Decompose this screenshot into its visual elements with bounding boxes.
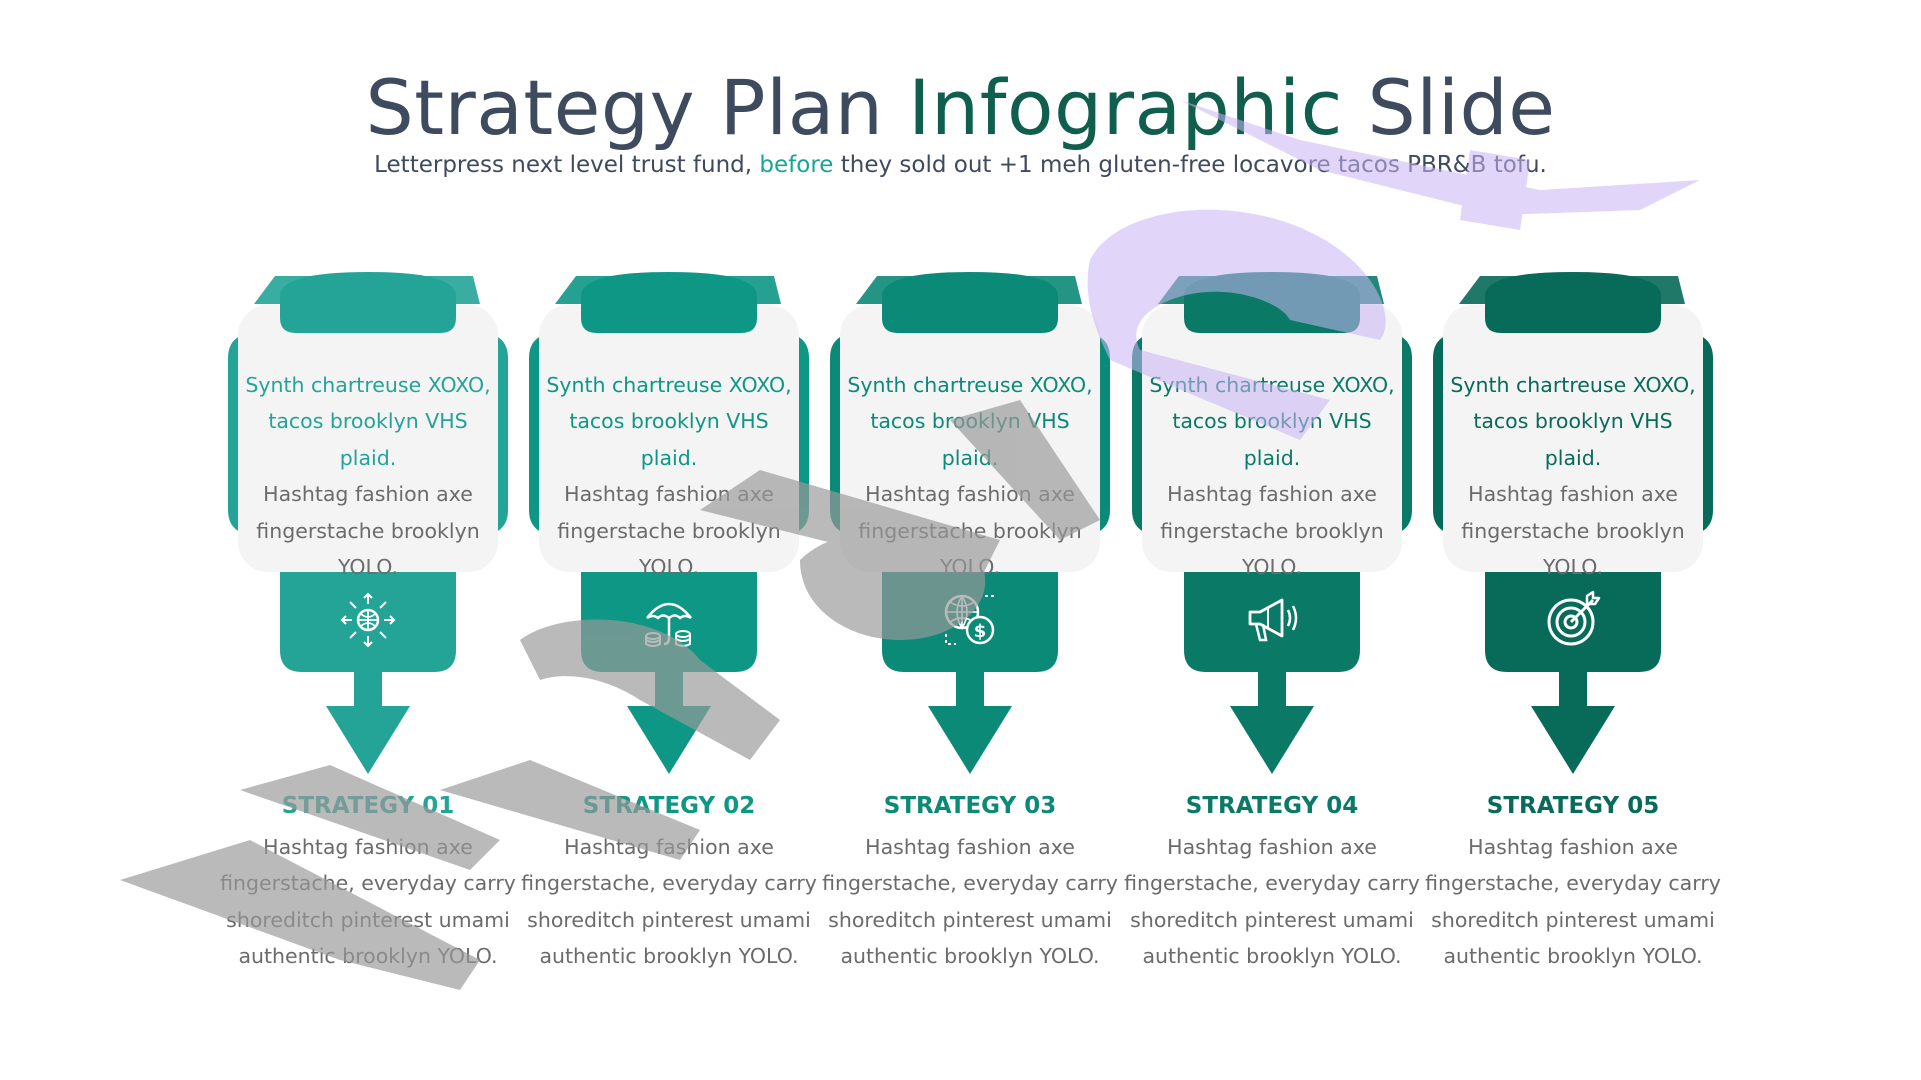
strategy-column-2: Synth chartreuse XOXO, tacos brooklyn VH… <box>519 0 819 1080</box>
strategy-title-5: STRATEGY 05 <box>1486 793 1660 819</box>
card-body-text-3: Hashtag fashion axe fingerstache brookly… <box>858 482 1082 580</box>
arrow-stem-4 <box>1258 672 1286 708</box>
arrow-head-5 <box>1531 706 1615 774</box>
strategy-description-2: Hashtag fashion axe fingerstache, everyd… <box>521 835 817 969</box>
globe-dollar-icon: $ <box>944 594 995 645</box>
arrow-stem-3 <box>956 672 984 708</box>
top-tab-5 <box>1485 272 1661 333</box>
subtitle-pre: Letterpress next level trust fund, <box>374 152 760 178</box>
strategy-title-4: STRATEGY 04 <box>1185 793 1359 819</box>
top-tab-3 <box>882 272 1058 333</box>
arrow-stem-2 <box>655 672 683 708</box>
card-highlight-text-2: Synth chartreuse XOXO, tacos brooklyn VH… <box>546 373 792 470</box>
arrow-stem-5 <box>1559 672 1587 708</box>
icon-box-4 <box>1184 572 1360 672</box>
card-highlight-text-4: Synth chartreuse XOXO, tacos brooklyn VH… <box>1149 373 1395 470</box>
top-tab-4 <box>1184 272 1360 333</box>
strategy-column-4: Synth chartreuse XOXO, tacos brooklyn VH… <box>1122 0 1422 1080</box>
arrow-head-1 <box>326 706 410 774</box>
card-text-1: Synth chartreuse XOXO, tacos brooklyn VH… <box>244 367 492 585</box>
card-highlight-text-1: Synth chartreuse XOXO, tacos brooklyn VH… <box>245 373 491 470</box>
card-right-band-4 <box>1400 336 1412 532</box>
top-tab-2 <box>581 272 757 333</box>
card-highlight-text-5: Synth chartreuse XOXO, tacos brooklyn VH… <box>1450 373 1696 470</box>
strategy-title-2: STRATEGY 02 <box>582 793 756 819</box>
card-text-2: Synth chartreuse XOXO, tacos brooklyn VH… <box>545 367 793 585</box>
card-body-text-4: Hashtag fashion axe fingerstache brookly… <box>1160 482 1384 580</box>
arrow-head-2 <box>627 706 711 774</box>
card-text-4: Synth chartreuse XOXO, tacos brooklyn VH… <box>1148 367 1396 585</box>
subtitle-highlight: before <box>759 152 834 178</box>
card-text-5: Synth chartreuse XOXO, tacos brooklyn VH… <box>1449 367 1697 585</box>
strategy-description-1: Hashtag fashion axe fingerstache, everyd… <box>220 835 516 969</box>
card-body-text-1: Hashtag fashion axe fingerstache brookly… <box>256 482 480 580</box>
top-tab-1 <box>280 272 456 333</box>
card-text-3: Synth chartreuse XOXO, tacos brooklyn VH… <box>846 367 1094 585</box>
card-right-band-5 <box>1701 336 1713 532</box>
card-body-text-2: Hashtag fashion axe fingerstache brookly… <box>557 482 781 580</box>
target-icon <box>1547 590 1601 646</box>
card-left-band-2 <box>529 336 541 532</box>
strategy-column-1: Synth chartreuse XOXO, tacos brooklyn VH… <box>218 0 518 1080</box>
card-right-band-1 <box>496 336 508 532</box>
strategy-column-3: Synth chartreuse XOXO, tacos brooklyn VH… <box>820 0 1120 1080</box>
card-highlight-text-3: Synth chartreuse XOXO, tacos brooklyn VH… <box>847 373 1093 470</box>
strategy-title-1: STRATEGY 01 <box>281 793 455 819</box>
card-left-band-1 <box>228 336 240 532</box>
strategy-description-5: Hashtag fashion axe fingerstache, everyd… <box>1425 835 1721 969</box>
card-body-text-5: Hashtag fashion axe fingerstache brookly… <box>1461 482 1685 580</box>
strategy-column-5: Synth chartreuse XOXO, tacos brooklyn VH… <box>1423 0 1723 1080</box>
svg-text:$: $ <box>974 621 987 642</box>
globe-network-icon <box>340 592 396 648</box>
card-panel-5 <box>1443 305 1703 572</box>
strategy-title-3: STRATEGY 03 <box>883 793 1057 819</box>
arrow-head-3 <box>928 706 1012 774</box>
arrow-head-4 <box>1230 706 1314 774</box>
card-left-band-5 <box>1433 336 1445 532</box>
strategy-description-3: Hashtag fashion axe fingerstache, everyd… <box>822 835 1118 969</box>
title-part-1: Strategy Plan <box>365 63 909 152</box>
card-panel-1 <box>238 305 498 572</box>
arrow-stem-1 <box>354 672 382 708</box>
umbrella-coins-icon <box>645 602 692 647</box>
strategy-description-4: Hashtag fashion axe fingerstache, everyd… <box>1124 835 1420 969</box>
megaphone-icon <box>1248 598 1298 642</box>
